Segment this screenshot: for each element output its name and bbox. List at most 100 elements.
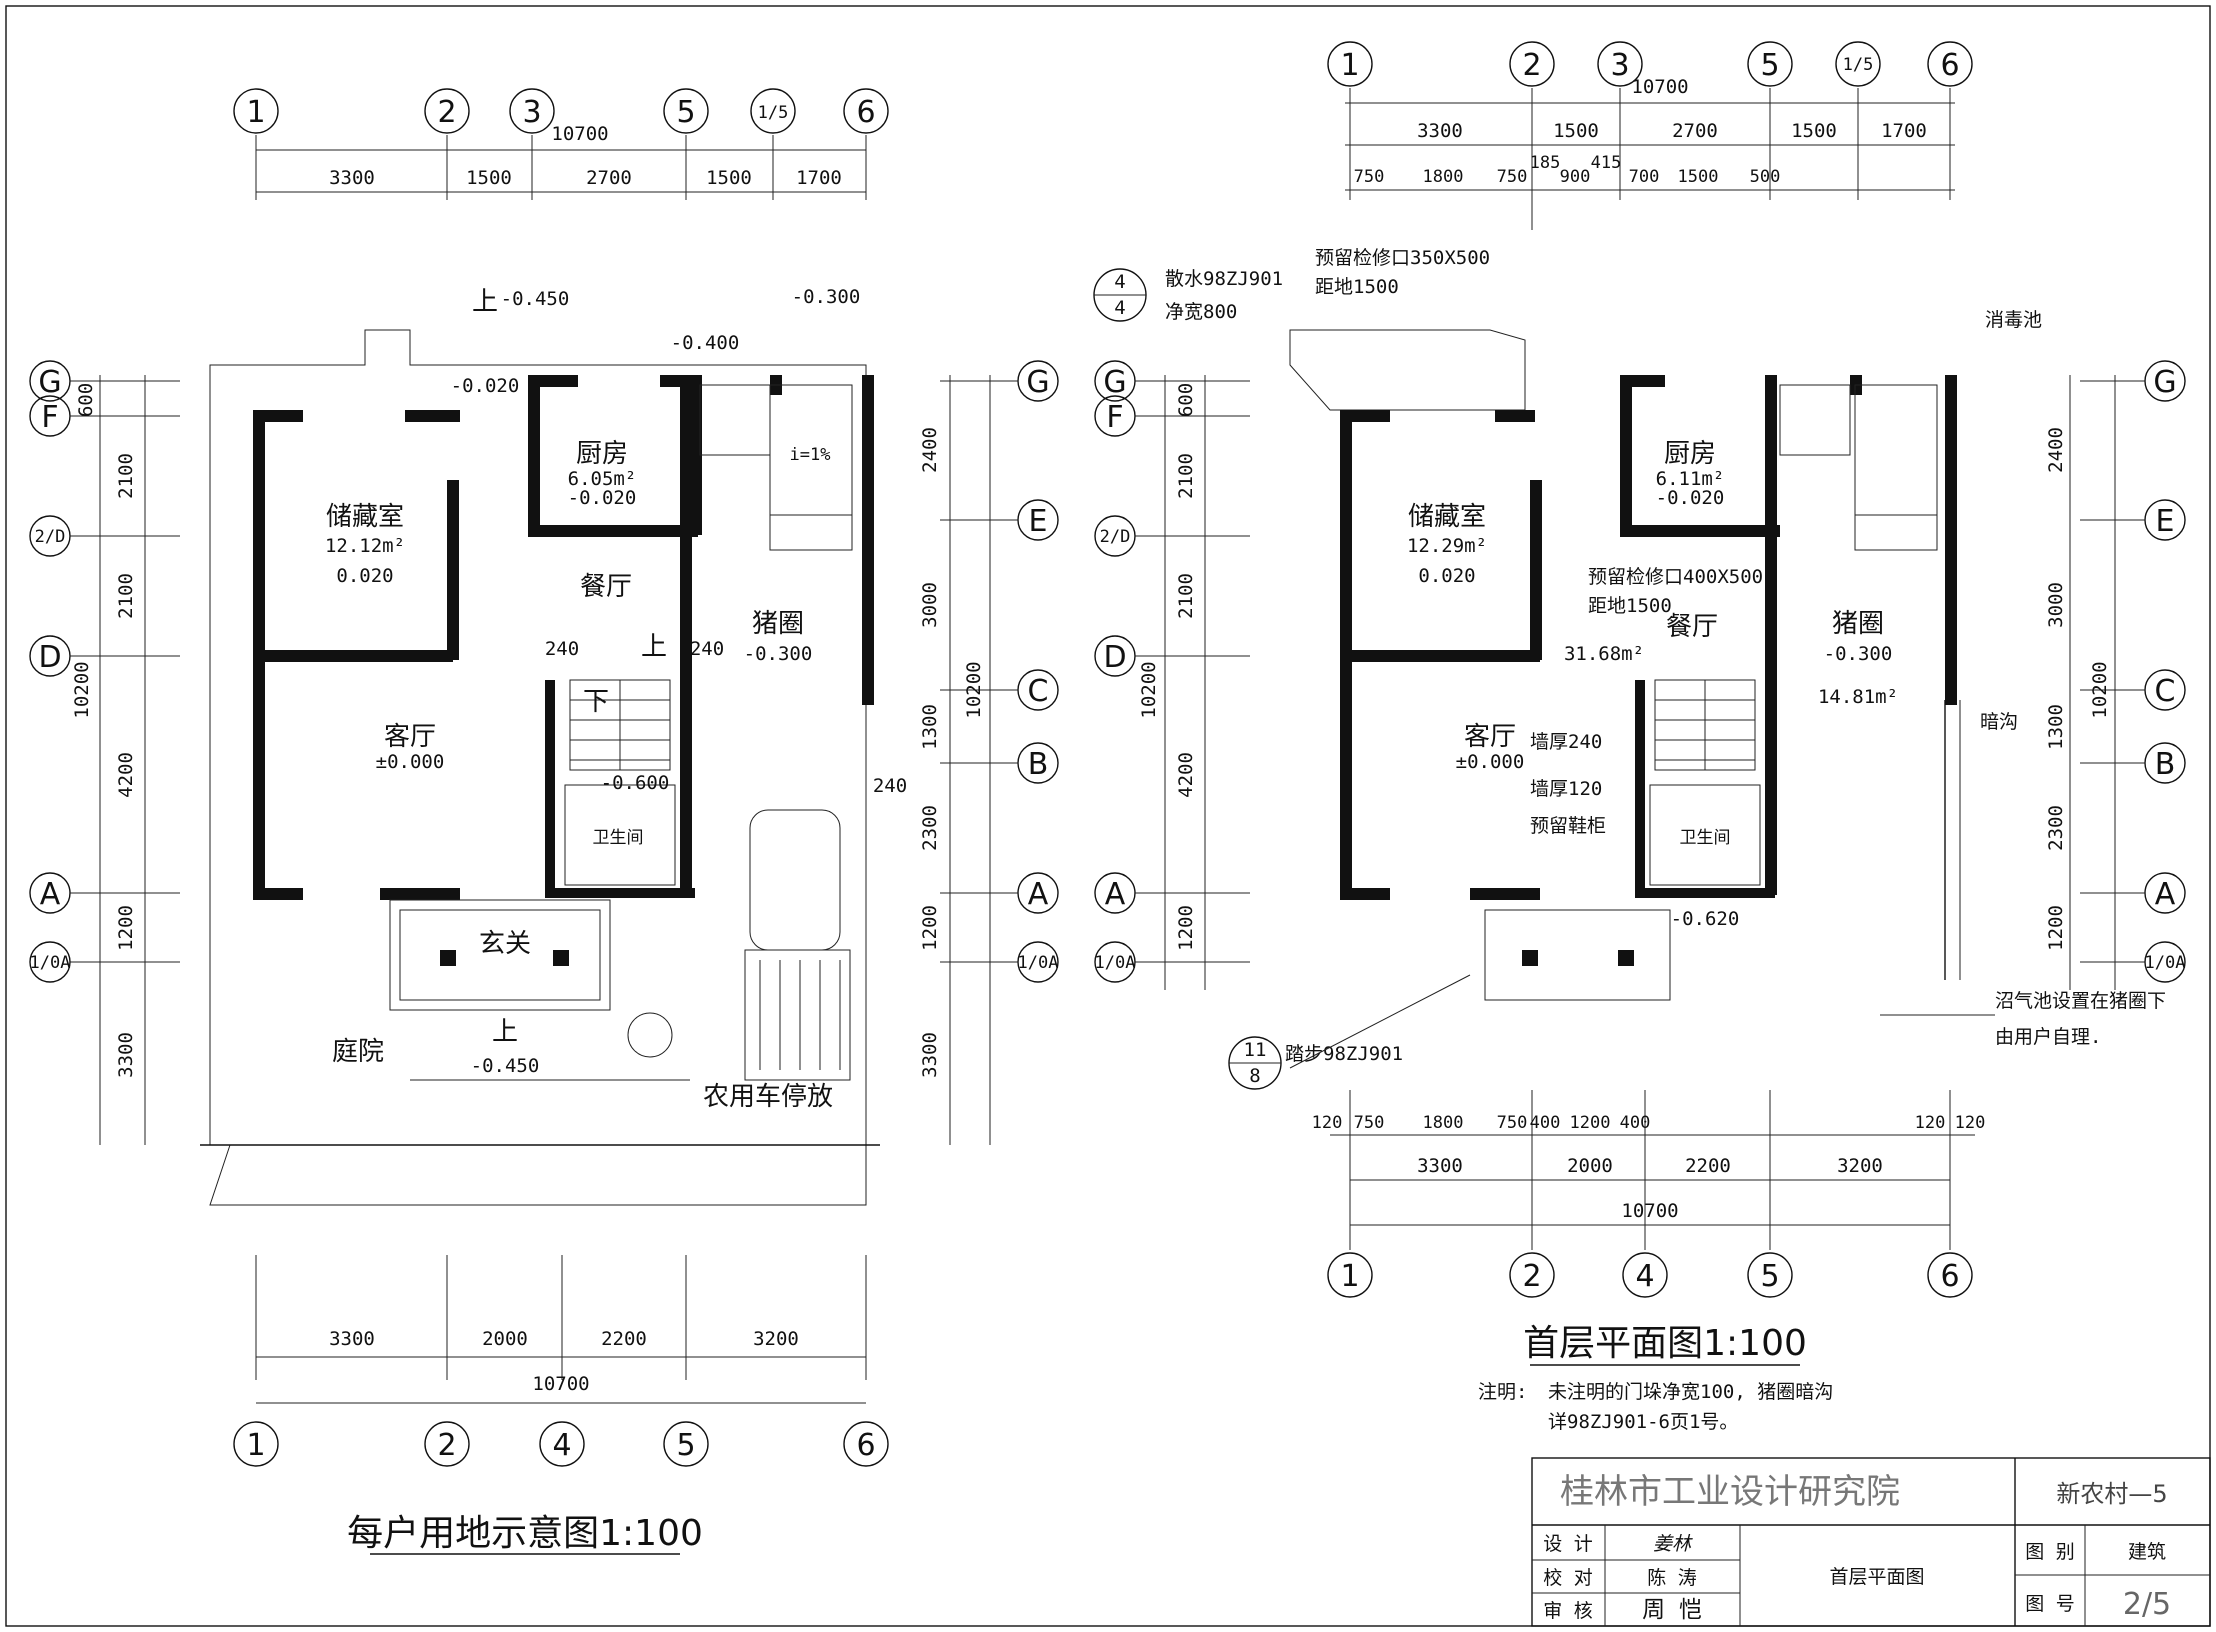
site-edge [209,1144,867,1206]
right-plan-title: 首层平面图1:100 [1523,1323,1807,1364]
room-area: 31.68m² [1564,643,1644,665]
right-annotations: 4 4 散水98ZJ901 净宽800 预留检修口350X500 距地1500 … [1093,247,2166,1090]
left-room-labels: 储藏室 12.12m² 0.020 厨房 6.05m² -0.020 餐厅 客厅… [325,439,833,1112]
axis-label: C [1028,674,1049,709]
dim: 3300 [1417,1155,1463,1177]
slope: i=1% [790,445,831,465]
right-top-dims: 10700 3300 1500 2700 1500 1700 750 1800 … [1345,76,1955,230]
room-living: 客厅 [384,722,436,752]
axis-label: 1/0A [1018,953,1059,973]
room-kitchen: 厨房 [576,439,628,469]
axis-label: 6 [856,1428,875,1463]
dim: 3000 [919,582,941,628]
room-level: 0.020 [336,565,393,587]
design-signature: 姜林 [1653,1533,1693,1555]
dim: 3300 [329,167,375,189]
title-block: 桂林市工业设计研究院 新农村—5 设 计 姜林 校 对 陈 涛 审 核 周 恺 … [1531,1457,2211,1627]
right-right-axes: G E C B A 1/0A 2400 3000 1300 2300 1200 … [2045,360,2186,990]
left-top-dims: 10700 3300 1500 2700 1500 1700 [255,123,867,200]
level: -0.620 [1671,908,1740,930]
axis-label: A [1105,877,1126,912]
axis-label: 2 [1522,48,1541,83]
dim: 2000 [482,1328,528,1350]
entry-porch [1484,909,1671,1001]
axis-label: G [2153,365,2176,400]
level: -0.400 [671,332,740,354]
table-icon [627,1012,673,1058]
axis-label: 1/5 [1843,55,1874,75]
room-level: -0.300 [744,643,813,665]
step-ref: 8 [1249,1065,1260,1087]
drawing-number: 2/5 [2123,1587,2171,1622]
dim: 1700 [796,167,842,189]
down-label: 下 [583,687,609,717]
axis-label: 2 [437,1428,456,1463]
dim-total: 10200 [2089,661,2111,718]
right-room-labels: 储藏室 12.29m² 0.020 厨房 6.11m² -0.020 餐厅 31… [1407,439,1898,848]
axis-label: 6 [1940,48,1959,83]
axis-label: F [1106,400,1123,435]
note-disinfect: 消毒池 [1985,309,2042,331]
dim: 1500 [1678,167,1719,187]
level: -0.450 [471,1055,540,1077]
dim: 3000 [2045,582,2067,628]
axis-label: 2/D [1100,527,1131,547]
left-top-axes: 1 2 3 5 1/5 6 [233,88,889,134]
note-trench: 暗沟 [1980,711,2018,733]
level: -0.020 [451,375,520,397]
dim: 1200 [919,905,941,951]
axis-label: B [2155,747,2176,782]
dim: 2000 [1567,1155,1613,1177]
axis-label: 6 [856,95,875,130]
dim: 3300 [1417,120,1463,142]
detail-ref: 4 [1114,297,1125,319]
detail-ref: 4 [1114,271,1125,293]
drawing-name: 首层平面图 [1829,1566,1924,1588]
entry-porch [399,909,601,1001]
dim: 600 [1175,383,1197,417]
dim: 750 [1354,1113,1385,1133]
room-area: 14.81m² [1818,686,1898,708]
dim: 2100 [1175,573,1197,619]
axis-label: 3 [1610,48,1629,83]
dim: 240 [690,638,724,660]
axis-label: 2/D [35,527,66,547]
room-level: ±0.000 [1456,751,1525,773]
dim: 3300 [115,1032,137,1078]
left-levels: -0.450 -0.020 -0.400 -0.300 -0.600 -0.45… [451,286,907,1077]
up-label: 上 [492,1017,518,1047]
car-icon [744,809,851,1081]
dim: 2100 [1175,453,1197,499]
axis-label: 4 [1635,1259,1654,1294]
room-kitchen: 厨房 [1664,439,1716,469]
room-storage: 储藏室 [326,502,404,532]
room-dining: 餐厅 [580,572,632,602]
dim: 900 [1560,167,1591,187]
right-stairs [1654,679,1756,771]
left-side-axes: G F 2/D D A 1/0A 600 2100 2100 4200 1200… [29,360,180,1145]
dim: 1200 [1175,905,1197,951]
left-plan: 1 2 3 5 1/5 6 10700 3300 1500 2700 1500 … [29,88,1059,1555]
dim-total: 10700 [1621,1200,1678,1222]
level: -0.300 [792,286,861,308]
toilet-box [564,784,676,886]
axis-label: G [1103,365,1126,400]
dim-total: 10700 [551,123,608,145]
room-toilet: 卫生间 [593,828,644,848]
pigsty-tank [699,384,771,456]
dim: 2700 [586,167,632,189]
dim: 415 [1591,153,1622,173]
room-level: -0.020 [568,487,637,509]
room-living: 客厅 [1464,722,1516,752]
room-area: 6.11m² [1656,468,1725,490]
dim: 750 [1497,1113,1528,1133]
dim: 1700 [1881,120,1927,142]
axis-label: F [41,400,58,435]
dim: 2100 [115,453,137,499]
dim: 1200 [1570,1113,1611,1133]
dim: 1300 [2045,704,2067,750]
dim: 1500 [1553,120,1599,142]
note-wall120: 墙厚120 [1530,778,1602,800]
axis-label: C [2155,674,2176,709]
